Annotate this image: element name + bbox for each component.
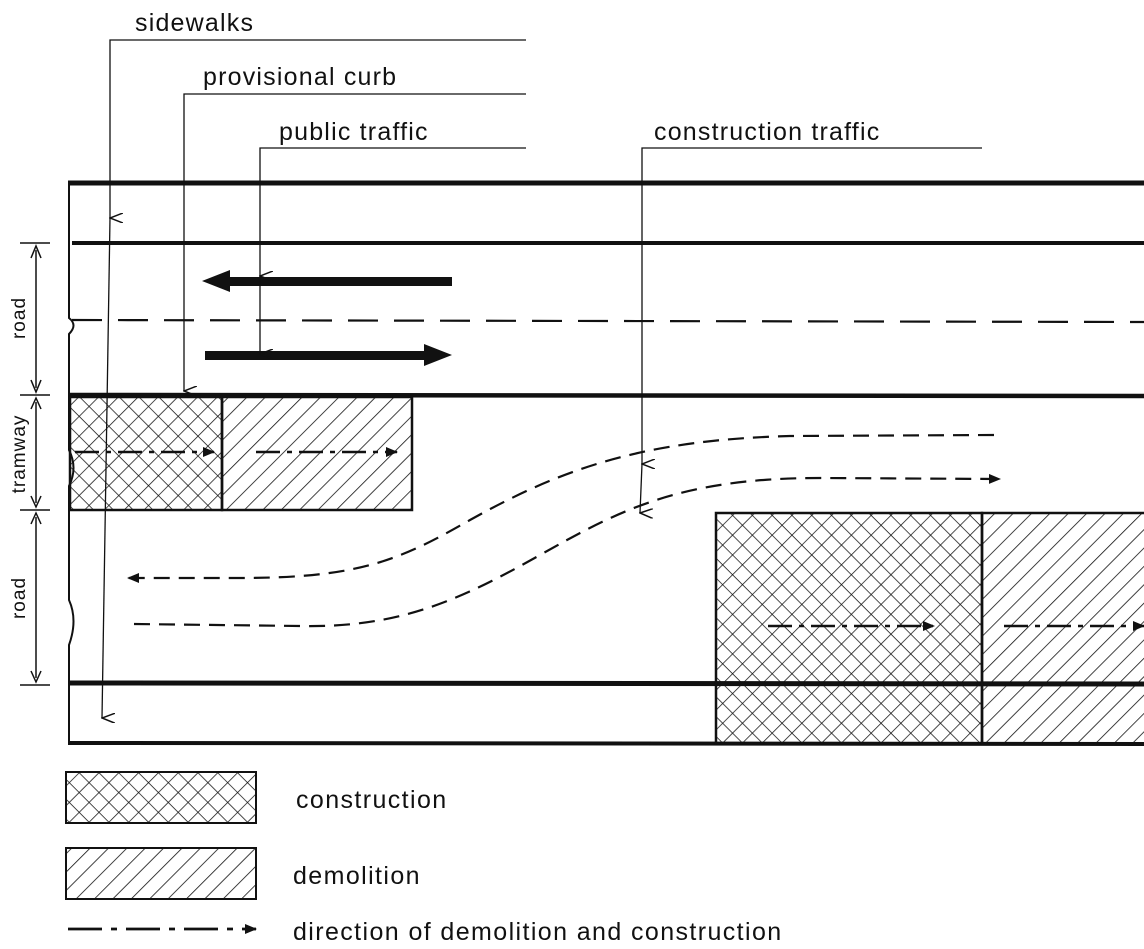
dim-arrow-2 [30, 379, 42, 394]
public-traffic-label: public traffic [279, 118, 429, 146]
direction-arrows [75, 447, 1144, 631]
sidewalks-leader [110, 39, 526, 218]
construction-traffic-path-outbound [127, 433, 995, 583]
road-centre-dashed-line [71, 318, 1144, 324]
construction-traffic-leader [642, 147, 982, 464]
construction-traffic-label: construction traffic [654, 118, 880, 146]
public-traffic-arrow-eastbound [205, 344, 452, 366]
construction-traffic-leader-lower [640, 463, 642, 513]
legend-construction-swatch [65, 771, 257, 824]
tramway-top-line [67, 392, 1144, 399]
dim-arrow-6 [30, 670, 42, 684]
construction-traffic-paths [127, 433, 1001, 628]
sidewalks-leader-lower [102, 217, 110, 718]
tramway-label: tramway [9, 415, 30, 494]
road-top-label: road [9, 297, 30, 339]
public-traffic-arrow-westbound [202, 270, 452, 292]
road-bottom-label: road [9, 577, 30, 619]
provisional-curb-leader [184, 93, 526, 391]
legend-demolition-label: demolition [293, 862, 421, 890]
work-zones [68, 395, 1144, 746]
public-traffic-arrows [202, 270, 452, 366]
construction-zone-right [714, 511, 984, 746]
legend: construction demolition direction of dem… [65, 771, 783, 946]
dim-arrow-1 [30, 244, 42, 259]
demolition-zone-right [980, 511, 1144, 746]
dim-arrow-5 [30, 511, 42, 525]
sidewalks-label: sidewalks [135, 9, 254, 37]
public-traffic-leader [260, 147, 526, 276]
demolition-zone-left [220, 395, 414, 512]
provisional-curb-label: provisional curb [203, 63, 397, 91]
legend-construction-label: construction [296, 786, 448, 814]
dim-arrow-4 [30, 495, 42, 509]
dimension-lines [20, 242, 50, 686]
dim-arrow-3 [30, 396, 42, 410]
legend-demolition-swatch [65, 847, 257, 900]
callout-leaders [102, 39, 982, 718]
construction-zone-left [68, 395, 224, 512]
legend-direction-label: direction of demolition and construction [293, 918, 783, 944]
